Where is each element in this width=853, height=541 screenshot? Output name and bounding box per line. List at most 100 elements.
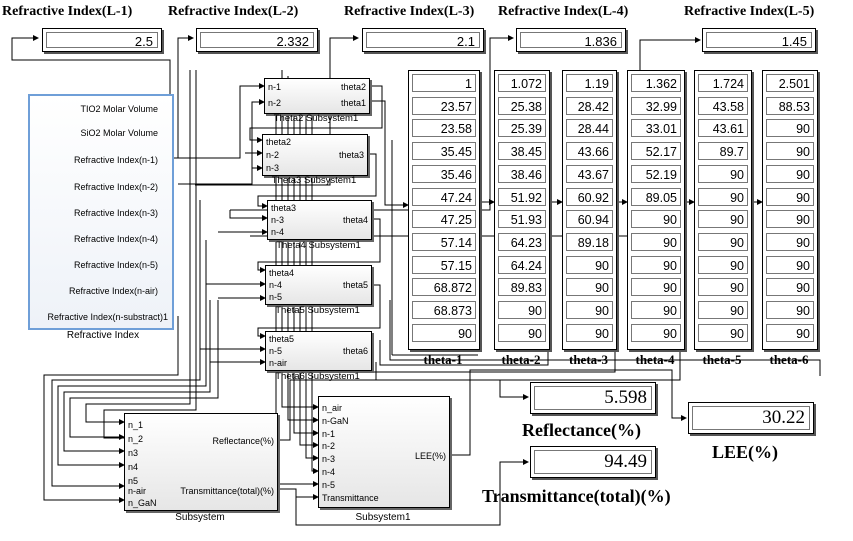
theta-column-label: theta-3 [569,352,608,368]
display-l4: 1.836 [516,28,626,52]
theta-cell: 23.57 [412,96,476,115]
theta-cell: 88.53 [766,96,814,115]
theta6-in-n-air: n-air [269,358,288,368]
theta-cell: 57.14 [412,232,476,251]
theta-column-label: theta-1 [423,352,463,368]
theta-cell: 25.39 [498,119,546,138]
subsystem1-out-lee: LEE(%) [414,451,446,461]
refractive-index-block[interactable]: TIO2 Molar Volume SiO2 Molar Volume Refr… [28,94,174,330]
subsystem1-in-n2: n-2 [322,441,336,451]
theta2-out-theta1: theta1 [340,98,366,108]
theta4-in-theta3: theta3 [271,203,297,213]
theta-cell: 2.501 [766,74,814,92]
lee-label: LEE(%) [712,442,779,462]
theta-cell: 38.45 [498,142,546,161]
display-l2: 2.332 [196,28,318,52]
theta-cell: 90 [698,232,748,251]
theta-cell: 43.67 [566,164,613,183]
theta-cell: 90 [766,164,814,183]
subsystem1-in-n4: n-4 [322,467,336,477]
theta-cell: 90 [698,301,748,319]
subsystem1-in-n-gan: n-GaN [322,416,349,426]
theta-cell: 51.93 [498,210,546,229]
theta-cell: 89.83 [498,278,546,297]
display-l1: 2.5 [42,28,162,52]
theta-cell: 90 [631,210,681,229]
theta4-subsystem-block[interactable]: theta3 n-3 n-4 theta4 [267,200,372,240]
port-n4: Refractive Index(n-4) [73,234,158,244]
port-sio2-molar-volume: SiO2 Molar Volume [80,128,158,138]
theta4-subsystem-caption: Theta4 Subsystem1 [276,240,361,251]
subsystem1-in-n1: n-1 [322,429,336,439]
theta-cell: 68.873 [412,301,476,319]
theta6-out-theta6: theta6 [342,346,368,356]
theta2-out-theta2: theta2 [340,82,366,92]
theta-cell: 90 [766,255,814,274]
theta-cell: 90 [631,301,681,319]
theta-cell: 1.724 [698,74,748,92]
theta-cell: 90 [631,278,681,297]
refractive-index-caption: Refractive Index [66,330,140,341]
theta2-in-n2: n-2 [268,98,282,108]
output-label-l5: Refractive Index(L-5) [684,4,815,19]
theta-cell: 90 [498,301,546,319]
theta-cell: 43.66 [566,142,613,161]
theta2-in-n1: n-1 [268,82,282,92]
theta-cell: 90 [766,278,814,297]
theta-cell: 1 [412,74,476,92]
subsystem1-in-n3: n-3 [322,454,336,464]
subsystem-block[interactable]: n_1 n_2 n3 n4 n5 n-air n_GaN Reflectance… [124,413,278,511]
theta3-subsystem-block[interactable]: theta2 n-2 n-3 theta3 [262,134,368,176]
theta-cell: 90 [698,187,748,206]
output-label-l1: Refractive Index(L-1) [2,4,133,19]
theta3-in-n2: n-2 [266,150,280,160]
theta-cell: 47.24 [412,187,476,206]
theta-cell: 90 [566,323,613,342]
display-l3: 2.1 [362,28,484,52]
reflectance-value: 5.598 [534,386,652,410]
theta-cell: 64.24 [498,255,546,274]
subsystem1-in-n-air: n_air [322,403,343,413]
subsystem-caption: Subsystem [175,512,225,523]
port-n1: Refractive Index(n-1) [73,155,158,165]
subsystem-in-n4: n4 [128,462,139,472]
theta-cell: 90 [766,142,814,161]
theta-cell: 35.46 [412,164,476,183]
theta5-subsystem-block[interactable]: theta4 n-4 n-5 theta5 [265,265,372,305]
theta-cell: 90 [498,323,546,342]
output-label-l2: Refractive Index(L-2) [168,4,299,19]
port-n2: Refractive Index(n-2) [73,182,158,192]
theta-cell: 52.17 [631,142,681,161]
theta5-in-n4: n-4 [269,280,283,290]
theta6-subsystem-block[interactable]: theta5 n-5 n-air theta6 [265,331,372,371]
theta-cell: 1.19 [566,74,613,92]
lee-display: 30.22 [688,402,814,434]
theta-cell: 90 [698,164,748,183]
reflectance-display: 5.598 [530,382,656,414]
theta-cell: 25.38 [498,96,546,115]
theta-cell: 90 [698,323,748,342]
subsystem1-caption: Subsystem1 [355,512,411,523]
output-label-l4: Refractive Index(L-4) [498,4,629,19]
subsystem-in-n2: n_2 [128,434,144,444]
theta6-subsystem-caption: Theta6 Subsystem1 [275,371,360,382]
theta3-subsystem-caption: Theta3 Subsystem1 [271,175,357,186]
subsystem-out-reflectance: Reflectance(%) [212,436,274,446]
theta-column-label: theta-4 [635,352,675,368]
theta-cell: 90 [766,232,814,251]
theta-cell: 90 [631,255,681,274]
theta-cell: 33.01 [631,119,681,138]
theta6-in-theta5: theta5 [269,334,295,344]
theta2-subsystem-block[interactable]: n-1 n-2 theta2 theta1 [264,78,370,114]
subsystem-in-n5: n5 [128,476,139,486]
port-n-air: Refractive Index(n-air) [68,286,158,296]
subsystem1-block[interactable]: n_air n-GaN n-1 n-2 n-3 n-4 n-5 Transmit… [318,396,450,508]
theta-cell: 57.15 [412,255,476,274]
theta-cell: 28.42 [566,96,613,115]
display-l5: 1.45 [702,28,816,52]
theta-cell: 43.58 [698,96,748,115]
